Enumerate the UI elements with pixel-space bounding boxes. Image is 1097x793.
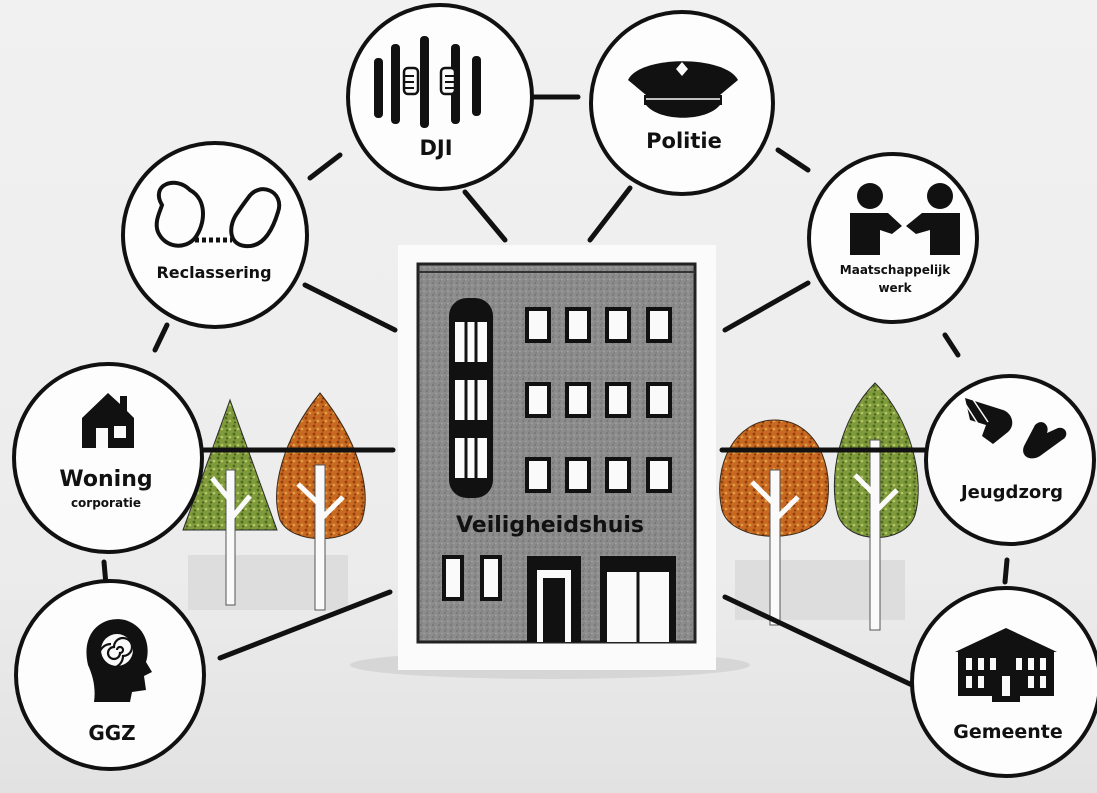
tree-icon [833, 382, 919, 631]
hands-icon [965, 397, 1067, 459]
door-icon [527, 556, 676, 642]
connector-reclassering-center [302, 282, 398, 333]
center-building: Veiligheidshuis [398, 245, 716, 670]
node-woningcorporatie: Woning corporatie [12, 362, 204, 554]
node-maatschappelijk-werk: Maatschappelijk werk [807, 152, 979, 324]
node-reclassering: Reclassering [121, 141, 309, 329]
node-label-dji: DJI [419, 136, 452, 160]
connector-dji-center [462, 189, 508, 243]
handcuffs-icon [154, 180, 282, 249]
connector-jeugdzorg-gemeente [1002, 557, 1010, 585]
node-label-jeugdzorg: Jeugdzorg [959, 482, 1063, 503]
building-windows [442, 307, 672, 601]
trees-left [182, 392, 366, 611]
node-jeugdzorg: Jeugdzorg [924, 374, 1096, 546]
node-label-ggz: GGZ [88, 721, 135, 745]
handshake-icon [850, 183, 960, 255]
node-label-gemeente: Gemeente [953, 721, 1063, 743]
house-icon [82, 393, 134, 448]
node-label-reclassering: Reclassering [156, 263, 271, 282]
node-label-maatschappelijk: Maatschappelijk [840, 263, 951, 277]
node-politie: Politie [589, 10, 775, 196]
connector-politie-center [587, 185, 633, 243]
connector-maatschappelijk-werk-center [722, 280, 811, 333]
police-cap-icon [628, 61, 738, 118]
town-hall-icon [955, 628, 1057, 702]
node-label-corporatie: corporatie [71, 496, 141, 510]
connector-politie-maatschappelijk-werk [775, 147, 811, 173]
connector-dji-reclassering [307, 152, 343, 181]
connector-maatschappelijk-werk-jeugdzorg [942, 332, 961, 358]
node-label-politie: Politie [646, 129, 722, 153]
node-gemeente: Gemeente [910, 586, 1097, 778]
connector-center-gemeente [722, 594, 915, 688]
head-spiral-icon [86, 619, 152, 702]
tree-icon [182, 398, 278, 606]
node-label-werk: werk [878, 281, 912, 295]
nodes: DJI Politie Reclassering [12, 3, 1097, 778]
stairwell-window-icon [449, 298, 493, 498]
node-ggz: GGZ [14, 579, 206, 771]
connectors [101, 94, 1010, 688]
prison-bars-icon [374, 36, 481, 128]
node-label-woning: Woning [59, 467, 152, 492]
connector-reclassering-woningcorporatie [152, 322, 170, 353]
node-dji: DJI [346, 3, 534, 191]
tree-icon [276, 392, 366, 611]
center-label: Veiligheidshuis [456, 513, 644, 538]
connector-ggz-center [217, 589, 393, 661]
